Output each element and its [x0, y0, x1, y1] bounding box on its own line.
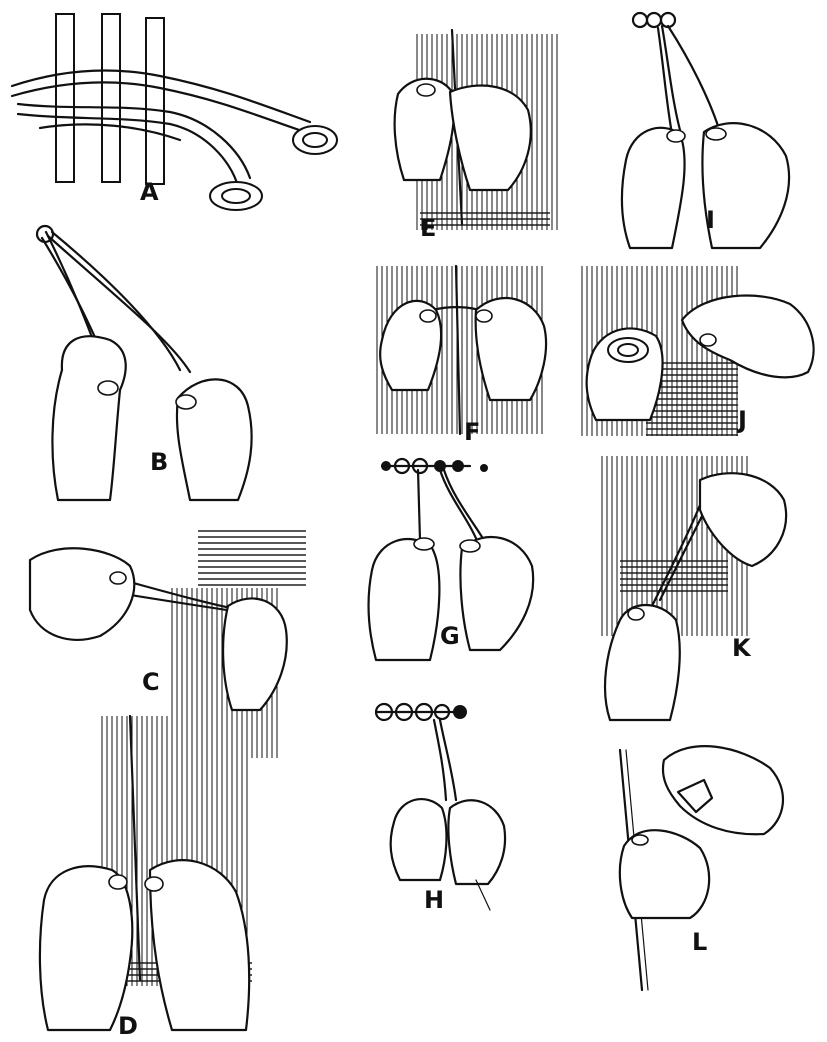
panel-label-c: C — [142, 668, 160, 696]
panel-e: E — [395, 30, 560, 242]
panel-g: G — [369, 459, 534, 660]
panel-i: I — [622, 13, 789, 248]
panel-a: A — [12, 14, 337, 210]
panel-label-a: A — [140, 178, 159, 206]
panel-j: J — [580, 266, 814, 436]
panel-label-f: F — [464, 418, 480, 446]
panel-h: H — [376, 704, 505, 914]
panel-l: L — [620, 746, 783, 990]
panel-k: K — [600, 456, 786, 720]
panel-label-i: I — [706, 206, 715, 234]
panel-label-l: L — [692, 928, 707, 956]
panel-label-h: H — [424, 886, 444, 914]
panel-d: D — [40, 716, 252, 1040]
panel-label-d: D — [118, 1012, 138, 1040]
panel-label-e: E — [420, 214, 436, 242]
panel-b: B — [37, 226, 252, 500]
panel-label-b: B — [150, 448, 168, 476]
panel-label-k: K — [732, 634, 752, 662]
panel-f: F — [376, 266, 546, 446]
panel-label-j: J — [736, 406, 747, 434]
panel-label-g: G — [440, 622, 460, 650]
